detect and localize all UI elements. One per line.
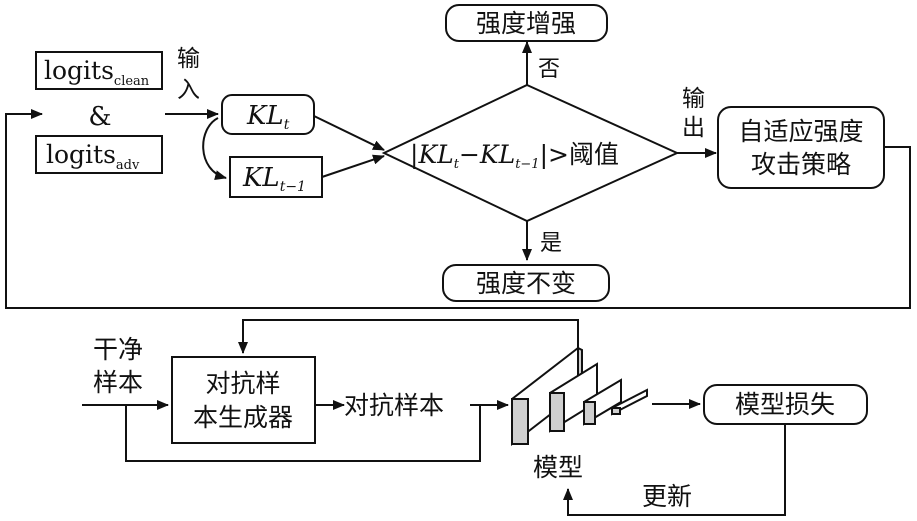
kl-shift-arrow bbox=[202, 117, 227, 180]
update-arrow bbox=[563, 424, 786, 516]
strength-unchanged-label: 强度不变 bbox=[476, 269, 576, 298]
logits-adv-box bbox=[35, 135, 163, 174]
update-label: 更新 bbox=[642, 482, 692, 511]
input-label-2: 入 bbox=[177, 77, 200, 103]
threshold-decision-label: |KLt−KLt−1|>阈值 bbox=[410, 140, 619, 172]
logits-clean-box bbox=[35, 51, 163, 90]
no-label: 否 bbox=[538, 57, 560, 82]
adversarial-generator-box bbox=[171, 356, 316, 444]
output-label-2: 出 bbox=[682, 115, 705, 141]
adaptive-strategy-box bbox=[717, 106, 885, 189]
kl-t-minus-1-box bbox=[229, 156, 323, 198]
clean-sample-line2: 样本 bbox=[93, 368, 143, 397]
yes-label: 是 bbox=[540, 231, 562, 256]
model-loss-label: 模型损失 bbox=[735, 390, 835, 419]
adaptive-strategy-line1: 自适应强度 bbox=[738, 117, 863, 146]
adaptive-strategy-line2: 攻击策略 bbox=[751, 150, 851, 179]
kl-t1-to-decision-arrow bbox=[321, 154, 385, 178]
generator-line2: 本生成器 bbox=[193, 403, 293, 432]
clean-sample-line1: 干净 bbox=[93, 335, 143, 364]
kl-t-box bbox=[221, 94, 315, 135]
strength-increase-label: 强度增强 bbox=[476, 9, 576, 38]
adversarial-sample-label: 对抗样本 bbox=[344, 391, 444, 420]
generator-line1: 对抗样 bbox=[205, 369, 280, 398]
model-to-generator-arrow bbox=[238, 319, 579, 354]
model-network-icon bbox=[511, 345, 648, 447]
ampersand: & bbox=[88, 102, 111, 132]
model-label: 模型 bbox=[533, 453, 583, 482]
kl-t-label: KLt bbox=[246, 101, 290, 133]
clean-sample-bypass-line bbox=[125, 405, 481, 462]
input-label-1: 输 bbox=[177, 46, 200, 72]
feedback-loop-arrow bbox=[5, 109, 911, 309]
strength-increase-box bbox=[445, 4, 608, 42]
kl-t-minus-1-label: KLt−1 bbox=[242, 163, 306, 195]
output-label-1: 输 bbox=[682, 86, 705, 112]
strength-unchanged-box bbox=[442, 264, 610, 302]
kl-t-to-decision-arrow bbox=[313, 115, 385, 151]
logits-clean-label: logitsclean bbox=[44, 56, 150, 89]
logits-adv-label: logitsadv bbox=[46, 140, 140, 173]
